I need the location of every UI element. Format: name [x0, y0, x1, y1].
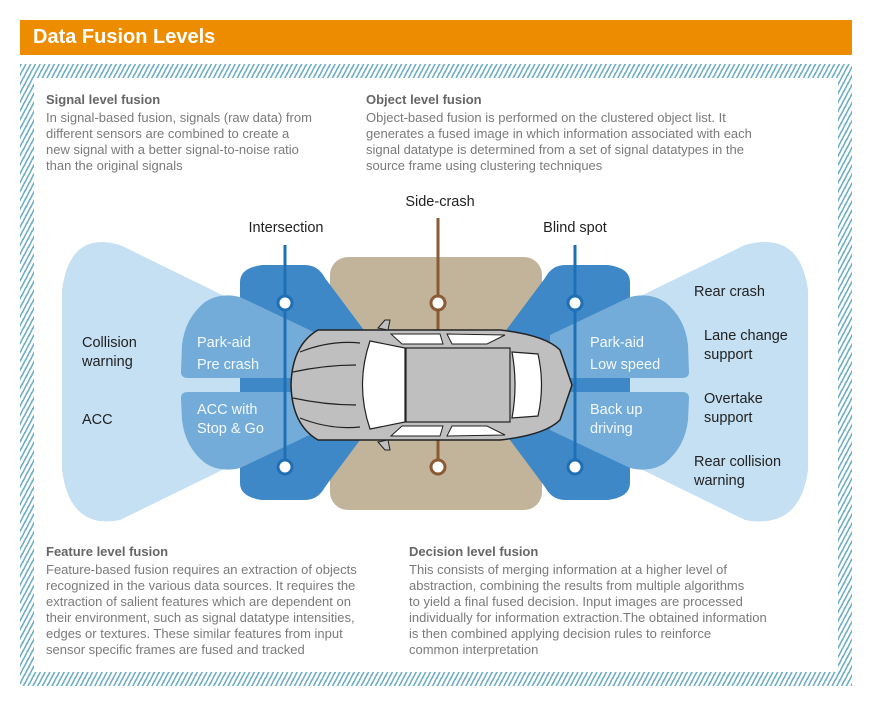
rear-collision-label-1: Rear collision [694, 454, 781, 470]
blind-spot-label: Blind spot [543, 220, 607, 236]
rear-crash-label: Rear crash [694, 284, 765, 300]
signal-level-block: Signal level fusion In signal-based fusi… [46, 92, 356, 174]
rear-far-fan [520, 242, 808, 522]
low-speed-label: Low speed [590, 357, 660, 373]
pre-crash-label: Pre crash [197, 357, 259, 373]
acc-stop-go-label-1: ACC with [197, 402, 257, 418]
side-crash-label: Side-crash [405, 194, 474, 210]
car-windshield [361, 340, 406, 430]
object-level-block: Object level fusion Object-based fusion … [366, 92, 836, 174]
feature-level-title: Feature level fusion [46, 544, 169, 559]
collision-warning-label-1: Collision [82, 335, 137, 351]
side-crash-sensor-node-bottom [429, 458, 447, 476]
front-far-fan [62, 242, 345, 522]
intersection-sensor-node-bottom [276, 458, 294, 476]
intersection-sensor-node-top [276, 294, 294, 312]
feature-level-block: Feature level fusion Feature-based fusio… [46, 544, 396, 658]
rear-collision-label-2: warning [693, 473, 745, 489]
collision-warning-label-2: warning [81, 354, 133, 370]
decision-level-block: Decision level fusion This consists of m… [409, 544, 809, 658]
decision-level-text: This consists of merging information at … [409, 562, 767, 657]
rear-near-top-fan [550, 295, 689, 378]
overtake-label-1: Overtake [704, 391, 763, 407]
title-bar: Data Fusion Levels [20, 20, 852, 55]
page-title: Data Fusion Levels [33, 26, 216, 48]
object-level-title: Object level fusion [366, 92, 482, 107]
lane-change-label-2: support [704, 347, 752, 363]
object-level-text: Object-based fusion is performed on the … [366, 110, 752, 173]
back-up-driving-label-1: Back up [590, 402, 642, 418]
signal-level-text: In signal-based fusion, signals (raw dat… [46, 110, 312, 173]
acc-label: ACC [82, 412, 113, 428]
car-rear-window [511, 351, 543, 419]
park-aid-front-label: Park-aid [197, 335, 251, 351]
signal-level-title: Signal level fusion [46, 92, 161, 107]
intersection-label: Intersection [249, 220, 324, 236]
feature-level-text: Feature-based fusion requires an extract… [46, 562, 357, 657]
overtake-label-2: support [704, 410, 752, 426]
side-crash-sensor-node-top [429, 294, 447, 312]
acc-stop-go-label-2: Stop & Go [197, 421, 264, 437]
car-icon [290, 319, 573, 451]
park-aid-rear-label: Park-aid [590, 335, 644, 351]
car-roof [405, 347, 511, 423]
lane-change-label-1: Lane change [704, 328, 788, 344]
back-up-driving-label-2: driving [590, 421, 633, 437]
decision-level-title: Decision level fusion [409, 544, 539, 559]
blind-spot-sensor-node-bottom [566, 458, 584, 476]
rear-near-bottom-fan [550, 392, 689, 470]
blind-spot-sensor-node-top [566, 294, 584, 312]
